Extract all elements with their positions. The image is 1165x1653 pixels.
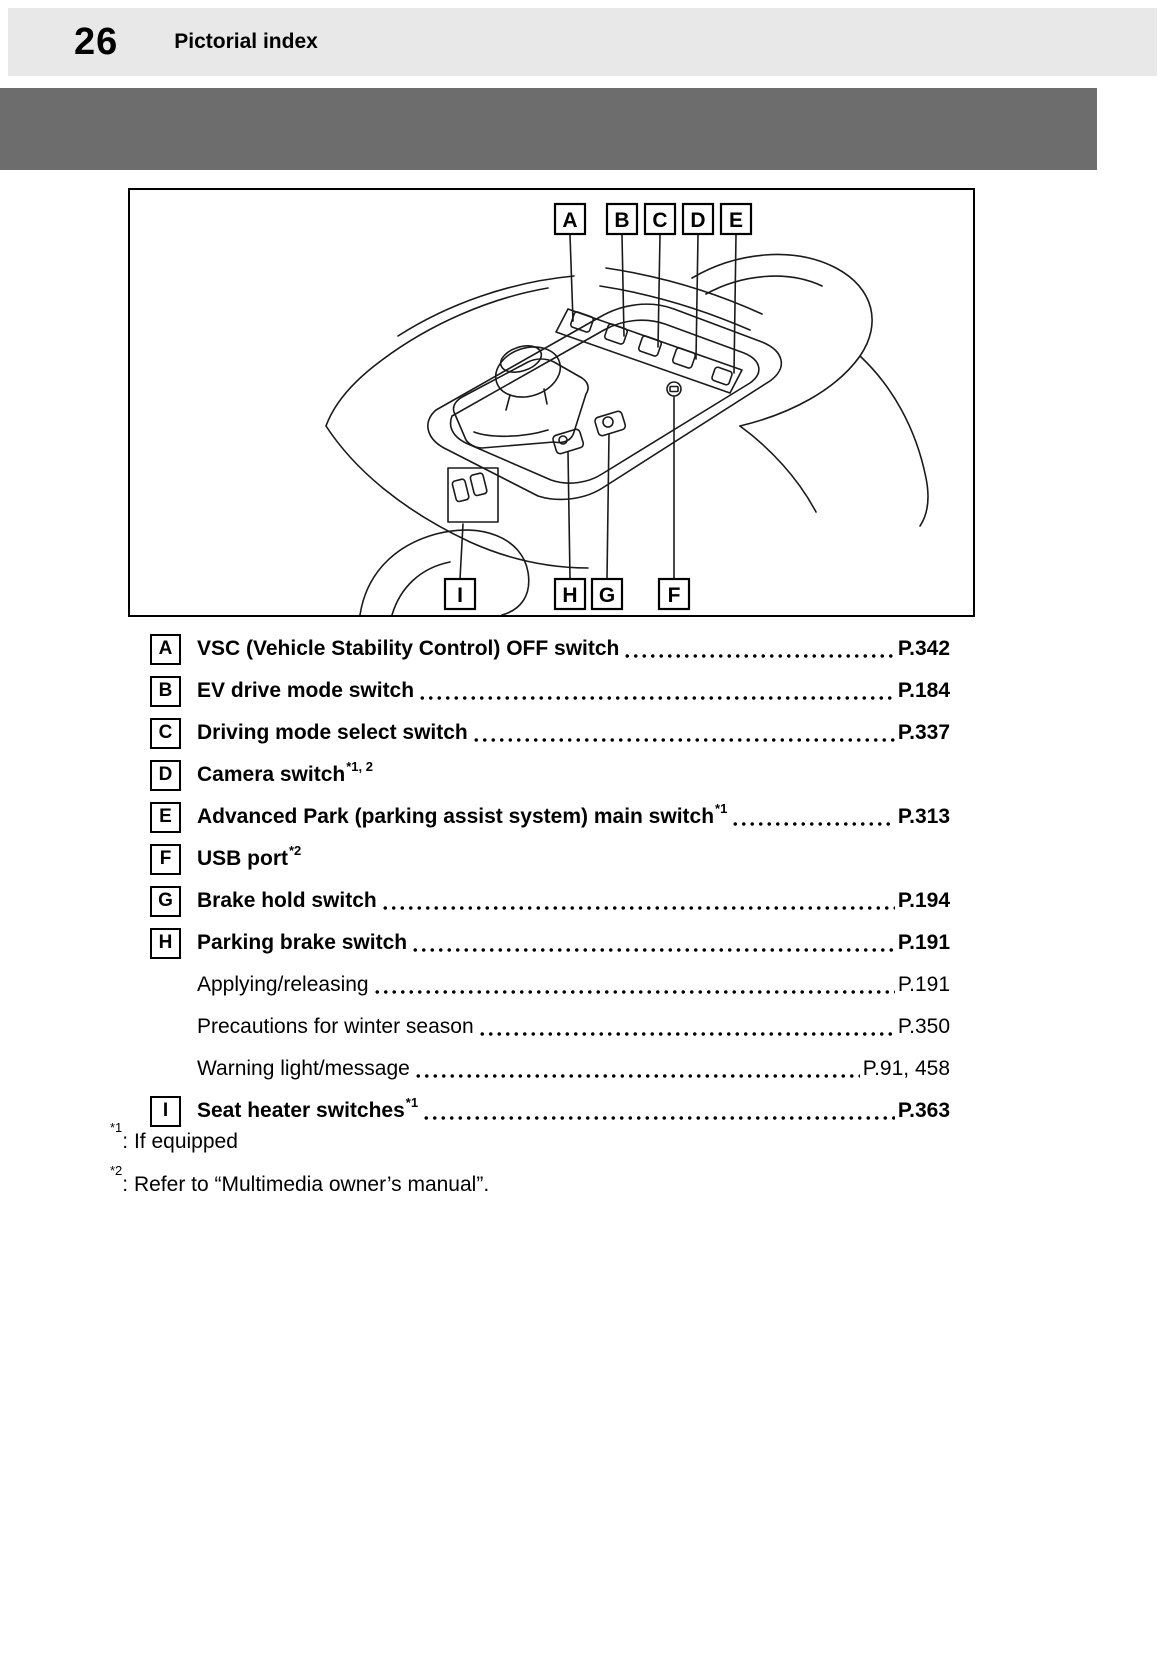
footnote-marker: *2 (289, 842, 302, 858)
entry-key: B (150, 675, 181, 707)
entry-key: I (150, 1095, 181, 1127)
console-figure: A B C D E I H G F (128, 188, 975, 617)
callout-letter-c: C (652, 209, 667, 232)
entry-page-ref: P.194 (897, 889, 950, 912)
index-entry-d: D Camera switch *1, 2 (150, 754, 950, 796)
entry-label: Warning light/message (197, 1057, 410, 1080)
entry-page-ref: P.191 (897, 973, 950, 996)
leader-line-g (606, 433, 610, 580)
leader-line-a (569, 234, 574, 322)
callout-letter-a: A (562, 209, 577, 232)
entry-page-ref: P.337 (897, 721, 950, 744)
dot-leader (422, 1115, 895, 1121)
entry-label: Brake hold switch (197, 889, 377, 912)
footnote-2: *2: Refer to “Multimedia owner’s manual”… (110, 1163, 490, 1197)
entry-label: Seat heater switches (197, 1099, 405, 1122)
section-title: Pictorial index (174, 30, 318, 53)
entry-page-ref: P.313 (897, 805, 950, 828)
index-entry-a: A VSC (Vehicle Stability Control) OFF sw… (150, 628, 950, 670)
dot-leader (477, 1031, 895, 1037)
dot-leader (411, 947, 895, 953)
index-subentry-applying: Applying/releasing P.191 (150, 964, 950, 1006)
pictorial-index-list: A VSC (Vehicle Stability Control) OFF sw… (150, 628, 950, 1132)
entry-label: VSC (Vehicle Stability Control) OFF swit… (197, 637, 620, 660)
callout-box-i (443, 577, 477, 611)
entry-key: H (150, 927, 181, 959)
entry-label: Applying/releasing (197, 973, 369, 996)
callout-box-h (553, 577, 587, 611)
dot-leader (471, 737, 895, 743)
callout-letter-f: F (668, 584, 681, 607)
dot-leader (380, 905, 895, 911)
entry-label: Parking brake switch (197, 931, 408, 954)
callout-box-b (605, 202, 639, 236)
entry-page-ref: P.350 (897, 1015, 950, 1038)
index-entry-g: G Brake hold switch P.194 (150, 880, 950, 922)
callout-box-e (719, 202, 753, 236)
dot-leader (413, 1073, 860, 1079)
entry-page-ref: P.363 (897, 1099, 950, 1122)
callout-letter-h: H (562, 584, 577, 607)
footnotes: *1: If equipped *2: Refer to “Multimedia… (110, 1120, 490, 1214)
footnote-1-text: : If equipped (122, 1130, 238, 1153)
callout-letter-g: G (599, 584, 615, 607)
dot-leader (623, 653, 895, 659)
footnote-marker: *1, 2 (346, 758, 373, 774)
entry-label: Precautions for winter season (197, 1015, 474, 1038)
index-subentry-warning: Warning light/message P.91, 458 (150, 1048, 950, 1090)
section-color-band (0, 88, 1097, 170)
entry-label: EV drive mode switch (197, 679, 415, 702)
leader-line-b (621, 234, 625, 337)
callout-box-g (590, 577, 624, 611)
entry-label: USB port (197, 847, 288, 870)
entry-key: G (150, 885, 181, 917)
footnote-marker: *1 (405, 1094, 419, 1110)
footnote-marker: *1 (715, 800, 728, 816)
index-subentry-winter: Precautions for winter season P.350 (150, 1006, 950, 1048)
figure-callouts: A B C D E I H G F (443, 202, 753, 611)
dot-leader (372, 989, 895, 995)
index-entry-c: C Driving mode select switch P.337 (150, 712, 950, 754)
footnote-2-marker: *2 (110, 1163, 123, 1178)
entry-key: A (150, 633, 181, 665)
entry-page-ref: P.191 (897, 931, 950, 954)
callout-letter-e: E (729, 209, 743, 232)
index-entry-e: E Advanced Park (parking assist system) … (150, 796, 950, 838)
footnote-2-text: : Refer to “Multimedia owner’s manual”. (122, 1173, 490, 1196)
entry-page-ref: P.342 (897, 637, 950, 660)
entry-page-ref: P.91, 458 (862, 1057, 950, 1080)
footnote-1: *1: If equipped (110, 1120, 489, 1154)
footnote-1-marker: *1 (110, 1120, 123, 1135)
index-entry-b: B EV drive mode switch P.184 (150, 670, 950, 712)
leader-line-d (695, 234, 699, 360)
leader-line-i (459, 523, 464, 580)
callout-letter-b: B (614, 209, 629, 232)
page-number: 26 (74, 20, 119, 63)
entry-page-ref: P.184 (897, 679, 950, 702)
entry-label: Advanced Park (parking assist system) ma… (197, 805, 715, 828)
index-entry-h: H Parking brake switch P.191 (150, 922, 950, 964)
dot-leader (418, 695, 895, 701)
entry-key: E (150, 801, 181, 833)
leader-line-e (733, 234, 737, 374)
callout-letter-d: D (690, 209, 705, 232)
callout-box-c (643, 202, 677, 236)
callout-box-a (553, 202, 587, 236)
callout-letter-i: I (457, 584, 463, 607)
callout-box-d (681, 202, 715, 236)
page-header: 26 Pictorial index (8, 8, 1157, 76)
index-entry-f: F USB port *2 (150, 838, 950, 880)
leader-line-c (657, 234, 661, 348)
entry-key: F (150, 843, 181, 875)
console-illustration: A B C D E I H G F (325, 202, 929, 615)
entry-label: Camera switch (197, 763, 346, 786)
entry-key: D (150, 759, 181, 791)
dot-leader (731, 821, 895, 827)
console-line-art (325, 234, 929, 615)
entry-key: C (150, 717, 181, 749)
index-entry-i: I Seat heater switches *1 P.363 (150, 1090, 950, 1132)
callout-box-f (657, 577, 691, 611)
entry-label: Driving mode select switch (197, 721, 468, 744)
leader-line-h (567, 451, 571, 580)
